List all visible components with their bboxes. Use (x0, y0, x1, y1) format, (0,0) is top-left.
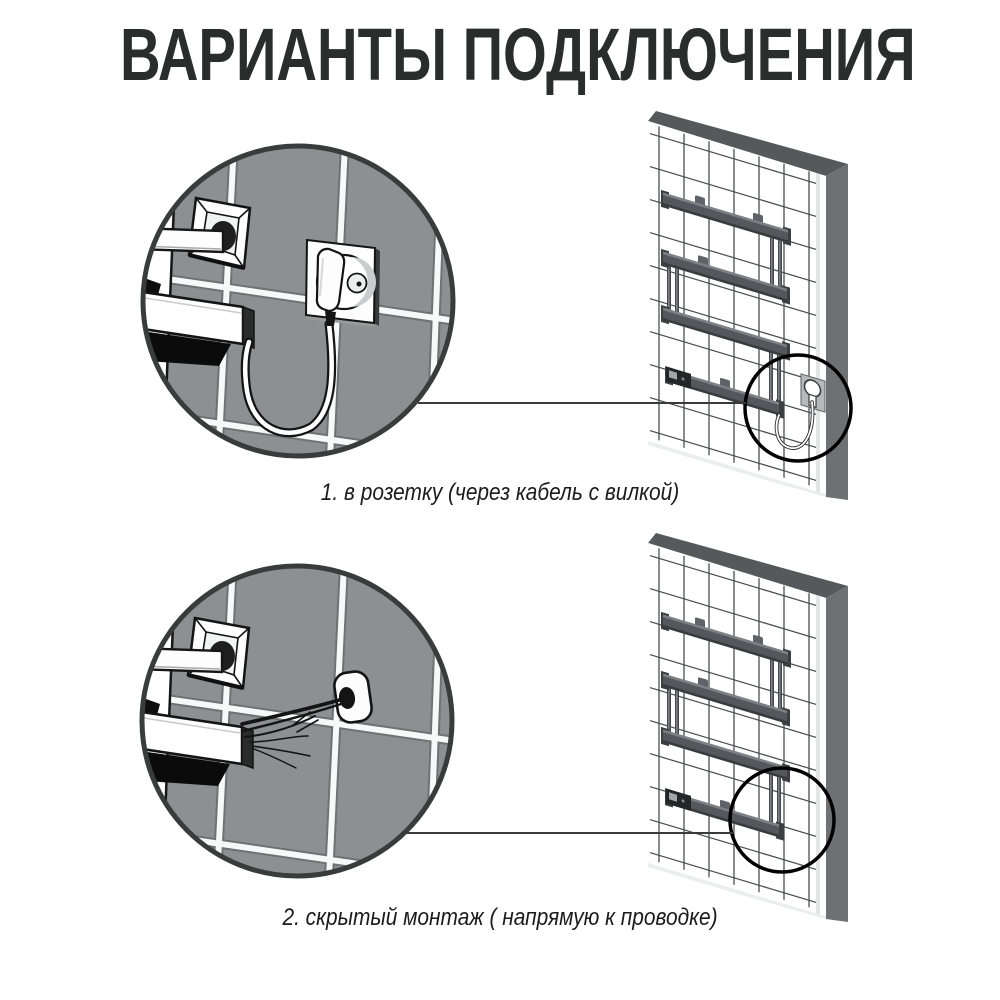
tiled-wall-background (133, 136, 463, 466)
highlight-circle (743, 353, 853, 463)
wall-slab (648, 533, 848, 922)
magnifier-circle-ring (139, 563, 455, 879)
wall-towel-rail-hidden-wiring-illustration (600, 522, 860, 942)
leader-line-1 (418, 402, 746, 404)
zoom-circle-socket-plug-illustration (133, 136, 463, 466)
magnifier-circle-ring (140, 143, 456, 459)
zoom-circle-hidden-wiring-illustration (132, 556, 462, 886)
highlight-circle (728, 766, 836, 874)
wall-socket (800, 373, 826, 413)
tiled-wall-background (132, 556, 462, 886)
caption-option-2: 2. скрытый монтаж ( напрямую к проводке) (282, 904, 718, 931)
stripped-wires (240, 697, 346, 769)
wall-slab (648, 111, 848, 500)
caption-option-1: 1. в розетку (через кабель с вилкой) (320, 479, 680, 506)
page-title: ВАРИАНТЫ ПОДКЛЮЧЕНИЯ (120, 13, 916, 96)
hidden-outlet-and-wires (240, 670, 373, 769)
wall-towel-rail-socket-illustration (600, 100, 853, 520)
socket-and-plug (240, 238, 380, 438)
leader-line-2 (405, 832, 733, 834)
power-plug (315, 247, 346, 313)
